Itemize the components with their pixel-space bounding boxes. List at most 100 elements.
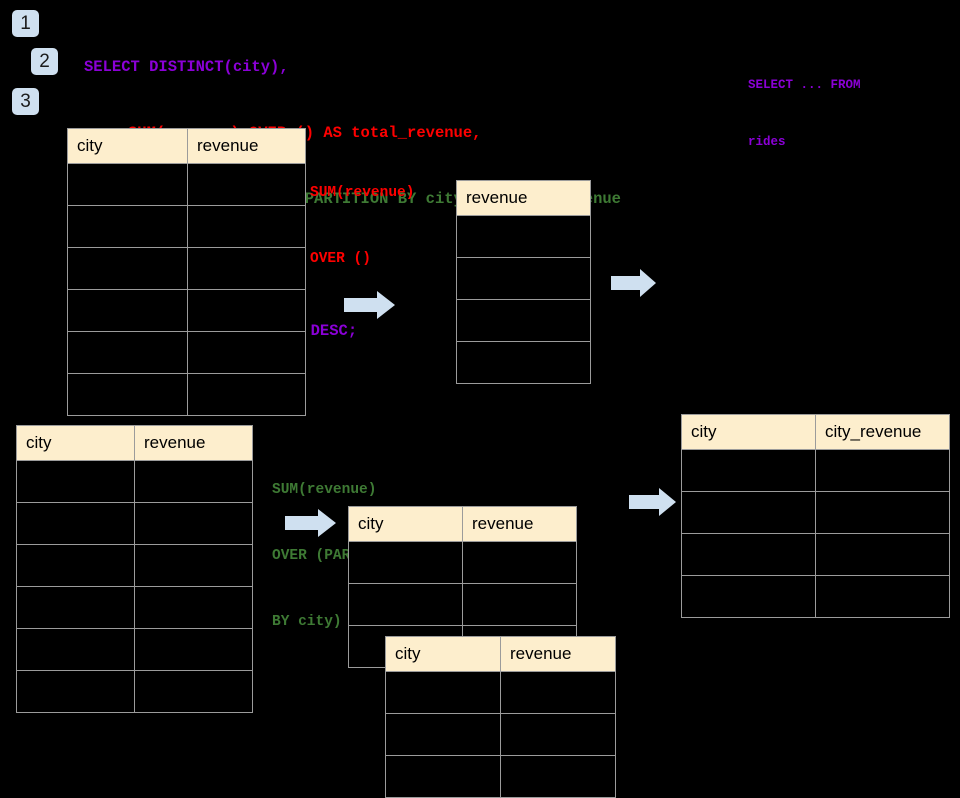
arrow-total-to-result-icon xyxy=(611,269,656,297)
cell-revenue xyxy=(500,671,616,714)
rides-source-table: city revenue xyxy=(67,128,306,416)
annotation-total-revenue-line-1: SUM(revenue) xyxy=(310,185,415,201)
table-header-row: city city_revenue xyxy=(681,414,950,450)
step-badge-2: 2 xyxy=(31,48,58,75)
cell-revenue xyxy=(462,541,577,584)
table-row xyxy=(16,628,253,671)
table-header-row: city revenue xyxy=(348,506,577,542)
side-note-line-1: SELECT ... FROM xyxy=(748,78,861,92)
table-header-row: revenue xyxy=(456,180,591,216)
cell-revenue xyxy=(462,583,577,626)
table-row xyxy=(385,755,616,798)
cell-city xyxy=(16,502,135,545)
table-row xyxy=(681,449,950,492)
cell-revenue xyxy=(134,502,253,545)
diagram-canvas: 1 2 3 SELECT DISTINCT(city), SUM(revenue… xyxy=(12,10,950,798)
column-header-revenue: revenue xyxy=(500,636,616,672)
cell-city xyxy=(348,541,463,584)
partition-table-group-2: city revenue xyxy=(385,636,616,798)
cell-revenue xyxy=(456,299,591,342)
cell-city xyxy=(16,628,135,671)
table-row xyxy=(681,533,950,576)
cell-revenue xyxy=(187,373,306,416)
cell-city xyxy=(67,373,188,416)
table-row xyxy=(67,373,306,416)
cell-city xyxy=(16,670,135,713)
column-header-revenue: revenue xyxy=(462,506,577,542)
column-header-revenue: revenue xyxy=(456,180,591,216)
table-row xyxy=(456,341,591,384)
table-row xyxy=(67,331,306,374)
final-result-table: city city_revenue xyxy=(681,414,950,618)
cell-city xyxy=(385,755,501,798)
table-row xyxy=(456,299,591,342)
cell-city xyxy=(16,544,135,587)
cell-revenue xyxy=(187,163,306,206)
step-badge-1: 1 xyxy=(12,10,39,37)
cell-city xyxy=(681,449,816,492)
table-row xyxy=(16,544,253,587)
cell-revenue xyxy=(187,205,306,248)
cell-revenue xyxy=(187,247,306,290)
cell-city-revenue xyxy=(815,491,950,534)
table-row xyxy=(16,586,253,629)
cell-revenue xyxy=(134,670,253,713)
table-row xyxy=(681,491,950,534)
cell-city xyxy=(67,289,188,332)
cell-city xyxy=(16,460,135,503)
table-row xyxy=(348,583,577,626)
table-row xyxy=(16,502,253,545)
cell-city-revenue xyxy=(815,449,950,492)
sql-line-select: SELECT DISTINCT(city), xyxy=(84,58,289,76)
side-note-select-from-rides: SELECT ... FROM rides xyxy=(748,38,861,190)
cell-revenue xyxy=(500,755,616,798)
rides-source-table-2: city revenue xyxy=(16,425,253,713)
cell-revenue xyxy=(456,257,591,300)
cell-city xyxy=(67,247,188,290)
cell-city xyxy=(348,583,463,626)
cell-city xyxy=(67,205,188,248)
arrow-partition-to-result-icon xyxy=(629,488,676,516)
annotation-total-revenue: SUM(revenue) OVER () xyxy=(310,138,414,314)
cell-revenue xyxy=(134,628,253,671)
table-row xyxy=(67,163,306,206)
cell-city xyxy=(67,331,188,374)
cell-city-revenue xyxy=(815,575,950,618)
cell-revenue xyxy=(456,341,591,384)
table-row xyxy=(456,257,591,300)
annotation-city-revenue-line-1: SUM(revenue) xyxy=(272,482,377,498)
cell-revenue xyxy=(134,586,253,629)
annotation-total-revenue-line-2: OVER () xyxy=(310,251,371,267)
column-header-city: city xyxy=(681,414,816,450)
table-row xyxy=(385,671,616,714)
column-header-city: city xyxy=(67,128,188,164)
column-header-city-revenue: city_revenue xyxy=(815,414,950,450)
column-header-revenue: revenue xyxy=(187,128,306,164)
annotation-city-revenue-line-3: BY city) xyxy=(272,614,342,630)
cell-revenue xyxy=(456,215,591,258)
table-row xyxy=(348,541,577,584)
table-row xyxy=(16,460,253,503)
table-row xyxy=(681,575,950,618)
table-row xyxy=(67,205,306,248)
table-row xyxy=(67,289,306,332)
table-header-row: city revenue xyxy=(16,425,253,461)
total-revenue-table: revenue xyxy=(456,180,591,384)
cell-city xyxy=(67,163,188,206)
cell-revenue xyxy=(187,289,306,332)
column-header-city: city xyxy=(385,636,501,672)
table-row xyxy=(67,247,306,290)
step-badge-3: 3 xyxy=(12,88,39,115)
column-header-revenue: revenue xyxy=(134,425,253,461)
cell-revenue xyxy=(187,331,306,374)
table-header-row: city revenue xyxy=(67,128,306,164)
table-header-row: city revenue xyxy=(385,636,616,672)
cell-city xyxy=(681,575,816,618)
arrow-source2-to-partition-icon xyxy=(285,509,336,537)
cell-revenue xyxy=(134,460,253,503)
arrow-source-to-total-icon xyxy=(344,291,395,319)
column-header-city: city xyxy=(16,425,135,461)
cell-city xyxy=(385,671,501,714)
cell-city xyxy=(16,586,135,629)
cell-city xyxy=(681,491,816,534)
